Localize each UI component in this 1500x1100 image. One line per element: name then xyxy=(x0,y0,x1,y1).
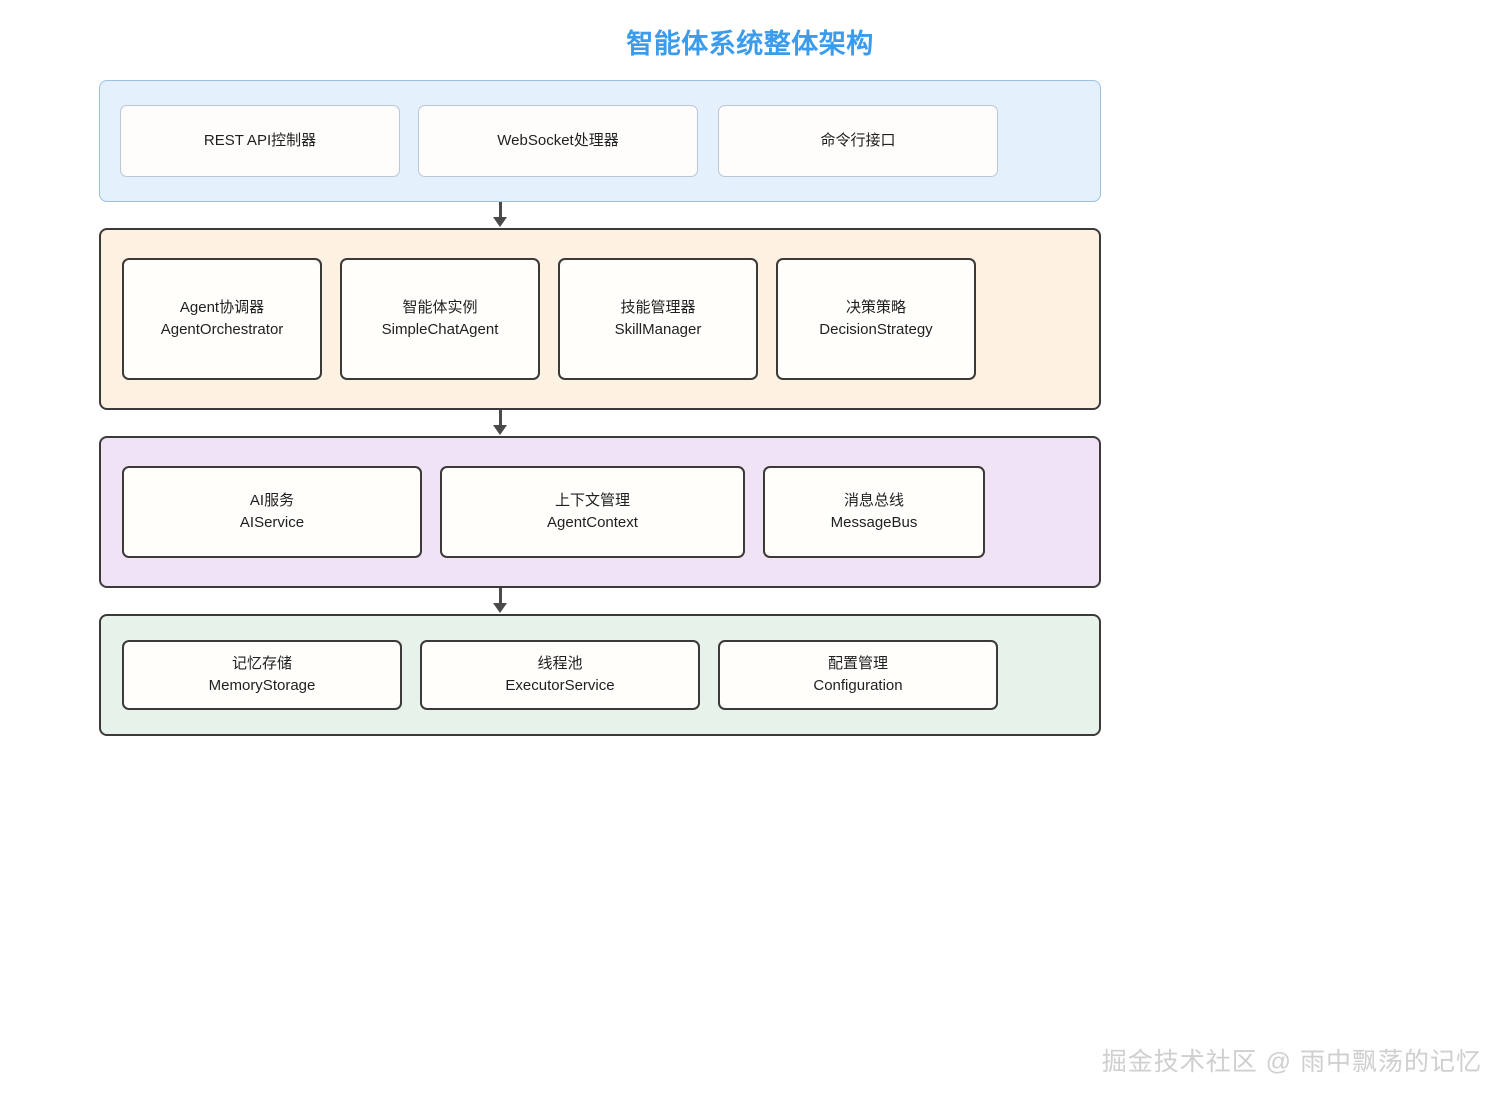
layer-infrastructure: 记忆存储 MemoryStorage 线程池 ExecutorService 配… xyxy=(99,614,1101,736)
arrow-head-icon xyxy=(493,603,507,613)
node-skill-manager[interactable]: 技能管理器 SkillManager xyxy=(558,258,758,380)
node-label-en: DecisionStrategy xyxy=(819,321,933,338)
node-configuration[interactable]: 配置管理 Configuration xyxy=(718,640,998,710)
node-agent-context[interactable]: 上下文管理 AgentContext xyxy=(440,466,745,558)
node-label-cn: 技能管理器 xyxy=(620,298,696,316)
node-label-cn: 记忆存储 xyxy=(231,654,292,672)
node-decision-strategy[interactable]: 决策策略 DecisionStrategy xyxy=(776,258,976,380)
node-executor-service[interactable]: 线程池 ExecutorService xyxy=(420,640,700,710)
architecture-diagram: REST API控制器 WebSocket处理器 命令行接口 Agent协调器 … xyxy=(99,80,1101,736)
layer-agent-core: Agent协调器 AgentOrchestrator 智能体实例 SimpleC… xyxy=(99,228,1101,410)
node-label-cn: 线程池 xyxy=(537,654,583,672)
node-label-cn: Agent协调器 xyxy=(179,298,265,316)
node-ai-service[interactable]: AI服务 AIService xyxy=(122,466,422,558)
arrow-head-icon xyxy=(493,217,507,227)
node-label-en: ExecutorService xyxy=(505,677,615,694)
node-label-en: AIService xyxy=(239,514,305,531)
node-label-cn: 上下文管理 xyxy=(554,491,630,509)
node-label-en: SimpleChatAgent xyxy=(381,321,499,338)
node-memory-storage[interactable]: 记忆存储 MemoryStorage xyxy=(122,640,402,710)
arrow-head-icon xyxy=(493,425,507,435)
node-label-cn: 决策策略 xyxy=(845,298,906,316)
node-label-en: AgentOrchestrator xyxy=(160,321,284,338)
connector-stem xyxy=(499,410,502,429)
node-websocket-handler[interactable]: WebSocket处理器 xyxy=(418,105,698,177)
connector-stem xyxy=(499,588,502,607)
layer-interface: REST API控制器 WebSocket处理器 命令行接口 xyxy=(99,80,1101,202)
node-agent-orchestrator[interactable]: Agent协调器 AgentOrchestrator xyxy=(122,258,322,380)
connector-stem xyxy=(499,202,502,221)
node-label-cn: 智能体实例 xyxy=(402,298,478,316)
node-label-cn: 命令行接口 xyxy=(820,131,896,149)
node-message-bus[interactable]: 消息总线 MessageBus xyxy=(763,466,985,558)
node-simple-chat-agent[interactable]: 智能体实例 SimpleChatAgent xyxy=(340,258,540,380)
node-label-en: Configuration xyxy=(813,677,903,694)
node-rest-api-controller[interactable]: REST API控制器 xyxy=(120,105,400,177)
node-label-en: AgentContext xyxy=(547,514,638,531)
layer-services: AI服务 AIService 上下文管理 AgentContext 消息总线 M… xyxy=(99,436,1101,588)
node-label-en: MessageBus xyxy=(830,514,918,531)
node-label-cn: 消息总线 xyxy=(843,491,904,509)
node-cli-interface[interactable]: 命令行接口 xyxy=(718,105,998,177)
connector-core-to-service xyxy=(99,410,1101,436)
connector-interface-to-core xyxy=(99,202,1101,228)
connector-service-to-infra xyxy=(99,588,1101,614)
watermark: 掘金技术社区 @ 雨中飘荡的记忆 xyxy=(1101,1048,1482,1076)
node-label-cn: AI服务 xyxy=(249,491,295,509)
node-label-cn: 配置管理 xyxy=(827,654,888,672)
node-label-cn: WebSocket处理器 xyxy=(497,131,619,149)
node-label-en: MemoryStorage xyxy=(208,677,316,694)
node-label-cn: REST API控制器 xyxy=(203,131,317,149)
node-label-en: SkillManager xyxy=(614,321,702,338)
page-title: 智能体系统整体架构 xyxy=(626,29,874,59)
